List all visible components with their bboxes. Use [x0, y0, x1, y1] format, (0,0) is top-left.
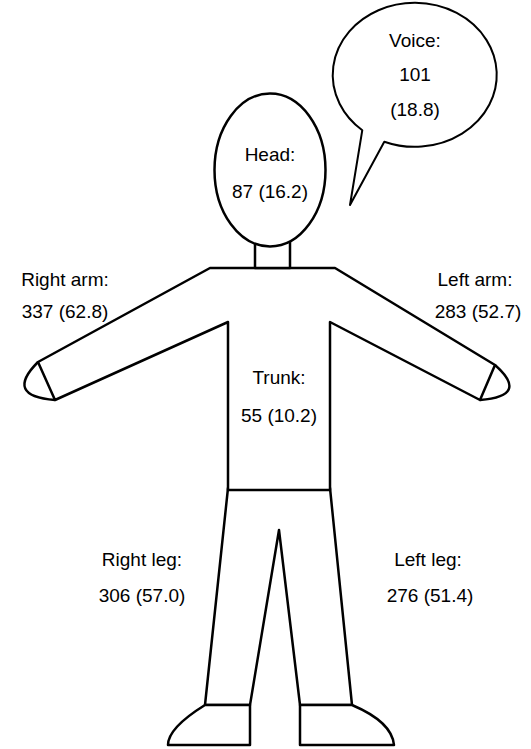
left-foot — [300, 705, 394, 745]
bubble-value: 101 (18.8) — [385, 57, 445, 127]
part-value: 283 (52.7) — [418, 297, 531, 327]
speech-bubble: Voice:101 (18.8) — [330, 0, 505, 210]
part-value: 276 (51.4) — [370, 581, 490, 611]
part-value: 306 (57.0) — [82, 581, 202, 611]
part-name: Left leg: — [368, 545, 488, 575]
trunk-node: Trunk:55 (10.2) — [228, 322, 330, 490]
head-node: Head:87 (16.2) — [213, 92, 327, 248]
bubble-shape — [333, 3, 497, 205]
head-heading: Head: — [213, 137, 327, 173]
trunk-heading: Trunk: — [228, 360, 330, 396]
head-value: 87 (16.2) — [213, 174, 327, 210]
bubble-heading: Voice: — [365, 23, 465, 58]
right-foot — [168, 705, 250, 745]
part-name: Right leg: — [82, 545, 202, 575]
part-value: 337 (62.8) — [5, 297, 125, 327]
legs-outline — [205, 488, 352, 705]
head-ellipse — [215, 94, 326, 247]
head-outline — [213, 92, 327, 248]
trunk-value: 55 (10.2) — [228, 398, 330, 434]
part-name: Right arm: — [5, 265, 125, 295]
part-name: Left arm: — [415, 265, 531, 295]
